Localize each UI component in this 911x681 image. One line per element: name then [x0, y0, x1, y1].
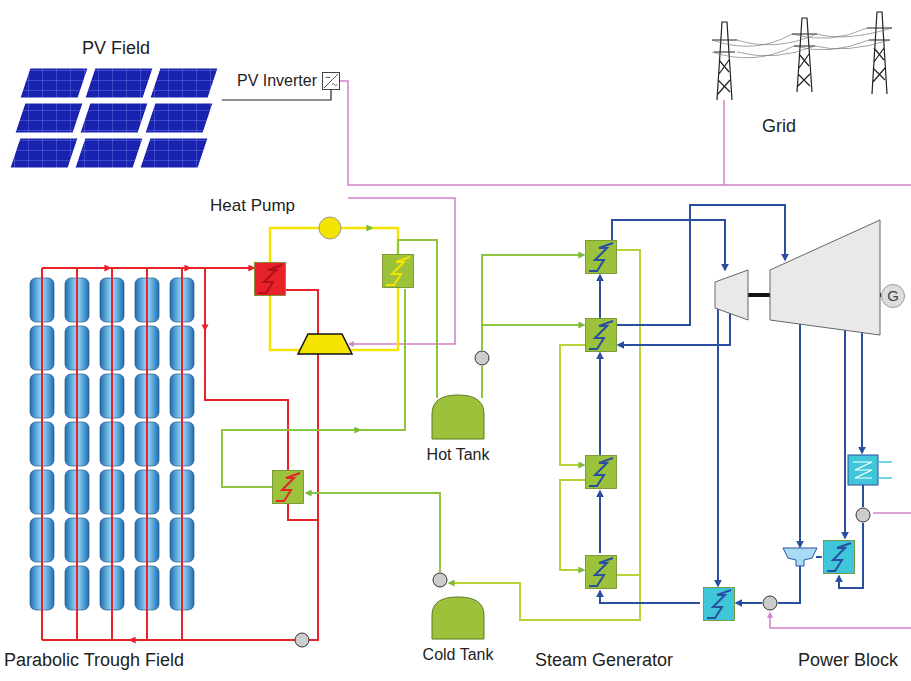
pv-inverter: PV Inverter [322, 72, 340, 90]
dc-wire [222, 90, 331, 100]
feedwater-heater [824, 541, 855, 574]
grid-towers [712, 12, 892, 100]
generator: G [881, 284, 905, 308]
hx-red [255, 263, 286, 296]
field-label: Parabolic Trough Field [4, 650, 184, 671]
node-label: PV Field [10, 38, 222, 59]
heat-pump [270, 217, 398, 354]
htf-loop [42, 268, 318, 647]
hx-green [383, 255, 414, 288]
power-block-label: Power Block [798, 650, 898, 671]
salt-loop [222, 240, 584, 587]
sg-hx [586, 241, 617, 274]
steam-generator-label: Steam Generator [535, 650, 673, 671]
hx-salt [273, 471, 304, 504]
node-label: PV Inverter [237, 72, 317, 90]
sg-hx [586, 556, 617, 589]
pv-field: PV Field [10, 38, 222, 173]
pv-panels [10, 68, 218, 168]
turbines [715, 220, 892, 610]
node-label: Hot Tank [427, 446, 490, 464]
heat-pump-label: Heat Pump [210, 196, 295, 216]
sg-hx [586, 456, 617, 489]
sg-hx [586, 319, 617, 352]
hot-tank: Hot Tank [430, 394, 486, 440]
node-label: G [887, 287, 899, 304]
electric-lines [340, 81, 911, 628]
cold-tank: Cold Tank [430, 596, 486, 640]
feedwater-heater [704, 588, 735, 621]
trough-collectors [30, 268, 194, 640]
grid-label: Grid [762, 116, 796, 137]
node-label: Cold Tank [423, 646, 494, 664]
